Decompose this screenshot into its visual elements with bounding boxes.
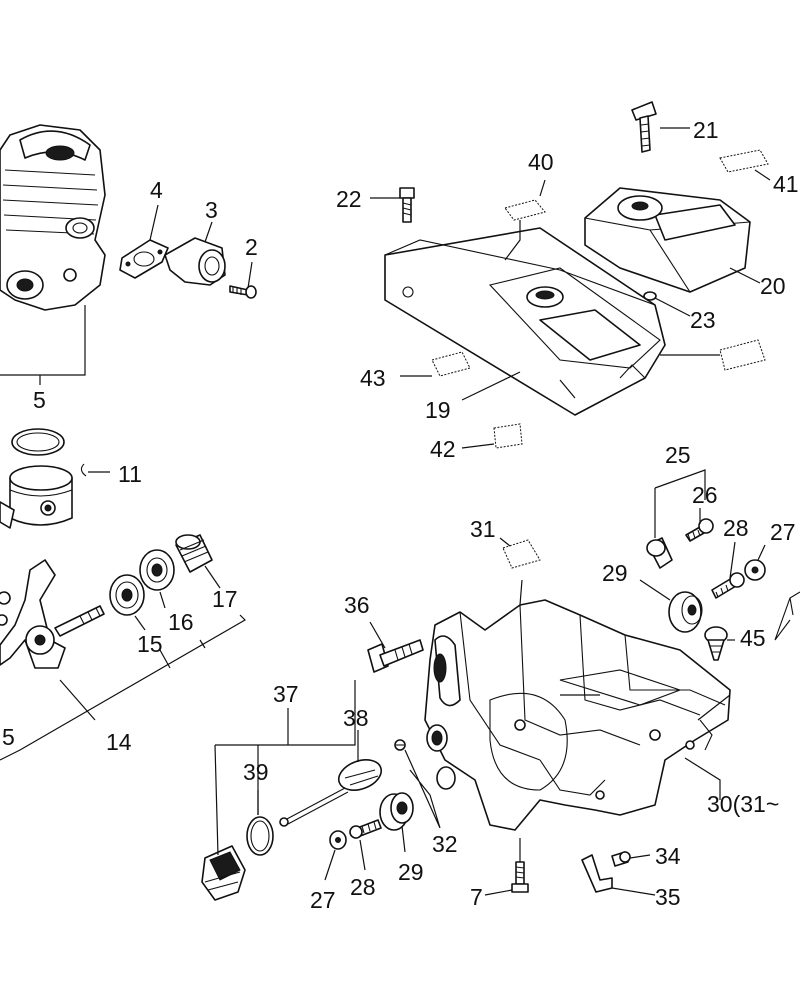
cylinder (0, 124, 106, 311)
callout-25: 25 (665, 442, 691, 468)
bar-stud (367, 639, 424, 673)
piston-assembly (0, 428, 87, 529)
crankshaft (0, 559, 105, 669)
callout-17: 17 (212, 586, 238, 612)
callout-4: 4 (150, 177, 163, 203)
crankcase (424, 599, 731, 831)
small-screw-32 (394, 739, 406, 751)
bracket-outline (774, 591, 800, 641)
callout-15: 15 (137, 631, 163, 657)
callout-28-top: 28 (723, 515, 749, 541)
decal-right (719, 339, 766, 371)
callout-29-bottom: 29 (398, 859, 424, 885)
intake-gasket (119, 239, 169, 279)
decal-41 (719, 149, 769, 173)
filter-screw (631, 101, 657, 153)
callout-labels: 21 40 41 22 4 3 2 20 23 5 43 19 42 11 25… (2, 117, 799, 913)
callout-2: 2 (245, 234, 258, 260)
callout-28-bottom: 28 (350, 874, 376, 900)
callout-34: 34 (655, 843, 681, 869)
oil-seal (139, 549, 175, 591)
callout-16: 16 (168, 609, 194, 635)
callout-36: 36 (344, 592, 370, 618)
callout-39: 39 (243, 759, 269, 785)
rubber-buffer-29-top (668, 591, 703, 633)
callout-14: 14 (106, 729, 132, 755)
callout-37: 37 (273, 681, 299, 707)
callout-7: 7 (470, 884, 483, 910)
callout-3: 3 (205, 197, 218, 223)
oil-cap (201, 845, 246, 901)
intake-screw (229, 285, 257, 299)
callout-41: 41 (773, 171, 799, 197)
anti-vibration-mount (646, 518, 714, 569)
callout-5-bottom: 5 (2, 724, 15, 750)
callout-29-top: 29 (602, 560, 628, 586)
callout-31: 31 (470, 516, 496, 542)
intake-flange (164, 237, 226, 286)
callout-22: 22 (336, 186, 362, 212)
bolt-28-bottom (349, 819, 382, 839)
callout-19: 19 (425, 397, 451, 423)
oil-strainer (279, 759, 383, 827)
decal-40 (504, 199, 546, 221)
rubber-buffer-29-bottom (379, 792, 414, 831)
decal-43 (431, 351, 471, 377)
plug-45 (704, 626, 728, 661)
callout-27-bottom: 27 (310, 887, 336, 913)
callout-43: 43 (360, 365, 386, 391)
decal-42 (493, 423, 523, 449)
callout-21: 21 (693, 117, 719, 143)
callout-35: 35 (655, 884, 681, 910)
callout-20: 20 (760, 273, 786, 299)
top-cover (384, 227, 666, 416)
nipple-34 (611, 851, 631, 867)
callout-23: 23 (690, 307, 716, 333)
callout-45: 45 (740, 625, 766, 651)
callout-27-top: 27 (770, 519, 796, 545)
callout-38: 38 (343, 705, 369, 731)
washer-23 (643, 291, 657, 301)
callout-11: 11 (118, 461, 142, 487)
callout-26: 26 (692, 482, 718, 508)
bolt-28-top (711, 572, 745, 599)
callout-30: 30(31~ (707, 791, 779, 817)
washer-27-top (744, 559, 766, 581)
callout-32: 32 (432, 831, 458, 857)
threaded-sleeve (175, 534, 213, 573)
callout-5-top: 5 (33, 387, 46, 413)
oil-pipe (581, 854, 613, 893)
main-bearing (109, 574, 145, 616)
decal-31 (502, 539, 541, 569)
cover-screw (399, 187, 415, 223)
callout-42: 42 (430, 436, 456, 462)
air-filter-cover (584, 187, 751, 293)
callout-40: 40 (528, 149, 554, 175)
leader-lines (0, 127, 771, 896)
screw-7 (511, 861, 529, 893)
